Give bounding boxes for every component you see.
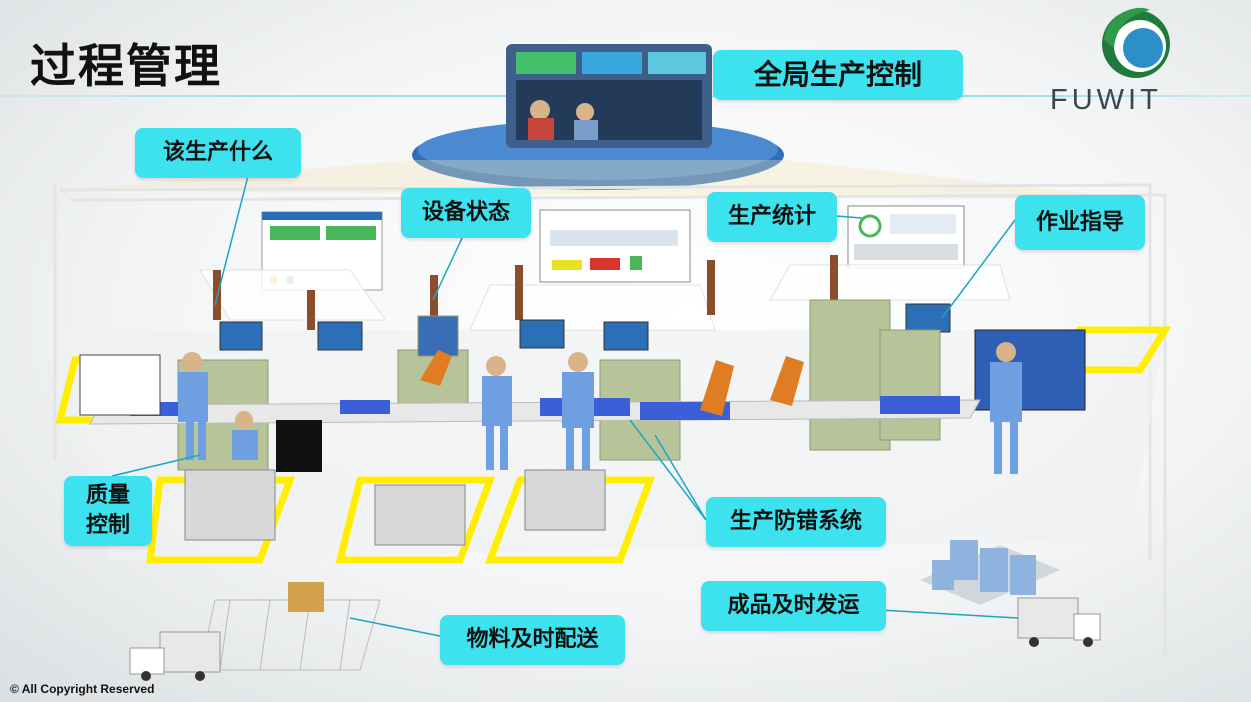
- production-stats-label: 生产统计: [707, 192, 837, 242]
- rack: [974, 329, 1086, 411]
- global-control-label: 全局生产控制: [713, 50, 963, 100]
- robot-arm-icon: [420, 350, 804, 416]
- equipment-status-label: 设备状态: [401, 188, 531, 238]
- factory-floor: [53, 183, 1167, 660]
- error-proofing-label: 生产防错系统: [706, 497, 886, 547]
- cart-icon: [184, 469, 606, 546]
- screen-equipment-status: [539, 209, 691, 283]
- yellow-zone-markings: [55, 326, 1172, 564]
- machines: [177, 299, 941, 471]
- material-delivery-label: 物料及时配送: [440, 615, 625, 665]
- finished-shipping-label: 成品及时发运: [701, 581, 886, 631]
- screen-what-to-produce: [261, 211, 383, 291]
- warehouse-shelves: [199, 599, 381, 671]
- quality-control-label: 质量 控制: [64, 476, 152, 546]
- what-to-produce-label: 该生产什么: [135, 128, 301, 178]
- warehouse-buildings-icon: [920, 540, 1060, 605]
- screen-production-stats: [847, 205, 965, 269]
- computer-monitor: [276, 420, 322, 472]
- leaf-circle-logo-icon: [1102, 7, 1170, 78]
- logo-text: FUWIT: [1050, 84, 1162, 116]
- worker-icon: [178, 342, 1022, 474]
- pallet: [288, 582, 324, 612]
- signal-tower-icon: [213, 255, 838, 330]
- conveyor-icon: [89, 396, 981, 425]
- work-guidance-label: 作业指导: [1015, 195, 1145, 250]
- wire-rack: [79, 354, 161, 416]
- page-title: 过程管理: [30, 39, 222, 93]
- copyright-notice: © All Copyright Reserved: [10, 682, 155, 696]
- monitor-icon: [219, 303, 951, 351]
- connector-lines: [111, 175, 1019, 637]
